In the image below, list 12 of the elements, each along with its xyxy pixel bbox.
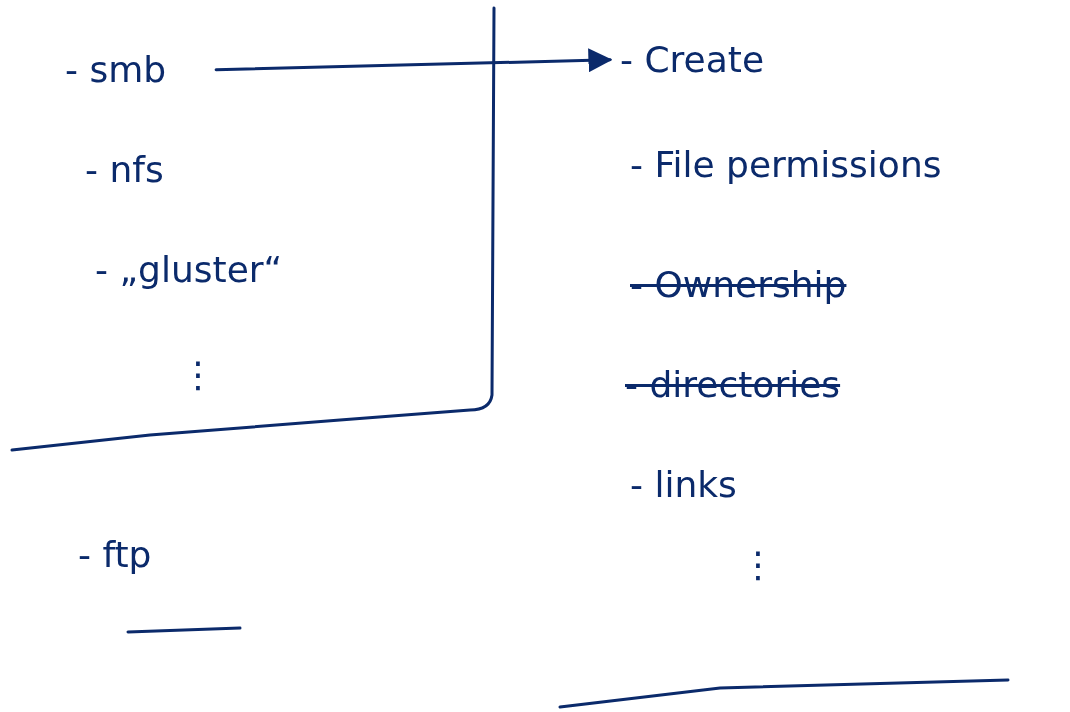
list-item: - „gluster“ xyxy=(95,250,283,290)
list-item: - smb xyxy=(65,50,167,90)
list-item: - nfs xyxy=(85,150,164,190)
struck-list-item: - directories xyxy=(625,365,841,405)
list-item: - Create xyxy=(620,40,765,80)
list-item: - File permissions xyxy=(630,145,942,185)
struck-list-item: - Ownership xyxy=(630,265,847,305)
list-item: - ftp xyxy=(78,535,152,575)
ellipsis: ⋮ xyxy=(180,355,216,395)
list-item: - links xyxy=(630,465,737,505)
arrow xyxy=(214,48,613,73)
ellipsis: ⋮ xyxy=(740,545,776,585)
